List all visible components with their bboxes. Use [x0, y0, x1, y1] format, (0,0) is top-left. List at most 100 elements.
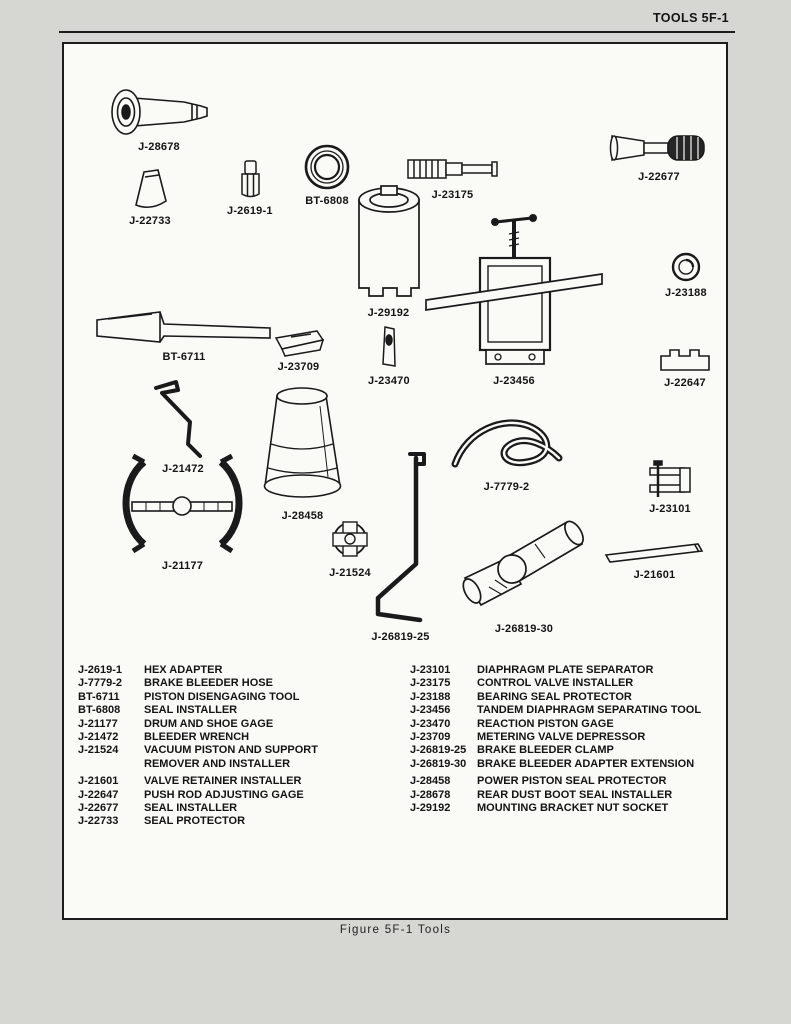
legend-tool-name: SEAL INSTALLER: [144, 704, 238, 717]
legend-row: J-23456 TANDEM DIAPHRAGM SEPARATING TOOL: [410, 704, 718, 717]
legend-tool-name: METERING VALVE DEPRESSOR: [477, 731, 646, 744]
legend-tool-name: POWER PISTON SEAL PROTECTOR: [477, 775, 667, 788]
tool-drawing-j-23470: [382, 326, 396, 367]
tool-drawing-j-23101: [649, 460, 691, 497]
tool-label: J-28458: [281, 510, 324, 522]
tool-label: J-29192: [367, 307, 410, 319]
legend-tool-number: J-23188: [410, 690, 451, 703]
tool-j-22677: J-22677: [609, 128, 709, 183]
legend-row: J-23101 DIAPHRAGM PLATE SEPARATOR: [410, 664, 718, 677]
tool-j-23709: J-23709: [271, 328, 326, 373]
legend-row: J-23709 METERING VALVE DEPRESSOR: [410, 731, 718, 744]
tool-j-28458: J-28458: [260, 382, 345, 522]
tool-drawing-j-21601: [604, 543, 704, 563]
tool-label: J-28678: [138, 141, 180, 153]
legend-tool-name: BRAKE BLEEDER CLAMP: [477, 744, 614, 757]
tool-drawing-j-28458: [263, 387, 342, 498]
legend-row: J-23188 BEARING SEAL PROTECTOR: [410, 691, 718, 704]
legend-tool-name: REAR DUST BOOT SEAL INSTALLER: [477, 788, 673, 801]
tool-label: J-7779-2: [483, 481, 530, 493]
tool-label: J-23456: [493, 375, 535, 387]
tool-label: J-2619-1: [227, 205, 273, 217]
tool-label: J-22647: [664, 377, 706, 389]
tool-label: J-22677: [638, 171, 680, 183]
legend-row: J-28458 POWER PISTON SEAL PROTECTOR: [410, 775, 718, 788]
legend-tool-name: BEARING SEAL PROTECTOR: [477, 690, 632, 703]
tool-label: J-23470: [368, 375, 410, 387]
tool-j-2619-1: J-2619-1: [227, 158, 273, 217]
legend-row: J-26819-25 BRAKE BLEEDER CLAMP: [410, 744, 718, 757]
tool-drawing-j-21177: [122, 453, 243, 554]
legend-tool-name: TANDEM DIAPHRAGM SEPARATING TOOL: [477, 704, 702, 717]
tool-drawing-j-23175: [407, 159, 498, 179]
tool-drawing-j-23456: [425, 214, 603, 365]
tool-bt-6808: BT-6808: [301, 142, 353, 207]
tools-figure: J-28678 J-22733 J-2619-1: [62, 42, 728, 920]
tool-drawing-j-29192: [358, 185, 420, 297]
tool-drawing-j-21524: [332, 521, 368, 557]
legend-column-left: J-2619-1 HEX ADAPTER J-7779-2 BRAKE BLEE…: [78, 664, 410, 829]
tool-drawing-j-23188: [671, 252, 701, 282]
tool-drawing-bt-6808: [304, 144, 350, 190]
tool-drawing-j-22677: [609, 135, 705, 161]
tool-j-28678: J-28678: [104, 86, 214, 153]
legend-tool-number: J-21524: [78, 744, 119, 757]
tool-j-22647: J-22647: [657, 346, 713, 389]
legend-tool-number: J-21177: [78, 717, 118, 730]
tool-drawing-j-2619-1: [241, 160, 260, 198]
legend-row: J-29192 MOUNTING BRACKET NUT SOCKET: [410, 802, 718, 815]
tool-j-23456: J-23456: [424, 214, 604, 387]
tool-j-23470: J-23470: [368, 322, 410, 387]
legend-row: J-22677 SEAL INSTALLER: [78, 802, 410, 815]
tool-drawing-j-7779-2: [451, 419, 563, 468]
legend-tool-number: J-23456: [410, 704, 451, 717]
tool-j-21601: J-21601: [602, 538, 707, 581]
legend-row: J-21524 VACUUM PISTON AND SUPPORT REMOVE…: [78, 744, 410, 771]
legend-tool-name: PUSH ROD ADJUSTING GAGE: [144, 788, 304, 801]
legend-tool-name: CONTROL VALVE INSTALLER: [477, 677, 634, 690]
legend-tool-name: SEAL INSTALLER: [144, 802, 238, 815]
tool-label: J-21524: [329, 567, 371, 579]
tool-j-21472: J-21472: [148, 378, 218, 475]
legend-row: BT-6711 PISTON DISENGAGING TOOL: [78, 691, 410, 704]
tool-label: J-23175: [431, 189, 474, 201]
legend-tool-number: J-23101: [410, 664, 451, 676]
legend-tool-number: J-22647: [78, 788, 119, 801]
tool-label: J-26819-30: [494, 623, 554, 635]
legend-tool-name: BLEEDER WRENCH: [144, 731, 250, 744]
tool-j-26819-25: J-26819-25: [358, 448, 443, 643]
legend-tool-name: VACUUM PISTON AND SUPPORT REMOVER AND IN…: [144, 744, 318, 770]
tool-drawing-j-21472: [154, 380, 202, 458]
tool-label: J-23188: [665, 287, 707, 299]
tool-j-21177: J-21177: [110, 452, 255, 572]
legend-tool-number: J-28458: [410, 775, 451, 788]
tool-label: BT-6711: [162, 351, 206, 363]
tool-drawing-j-28678: [111, 89, 208, 135]
legend-row: J-21177 DRUM AND SHOE GAGE: [78, 718, 410, 731]
legend-tool-number: J-22677: [78, 802, 119, 815]
legend-tool-number: J-7779-2: [78, 677, 123, 690]
legend-tool-number: J-28678: [410, 788, 451, 801]
legend-tool-name: SEAL PROTECTOR: [144, 815, 246, 828]
tool-j-23188: J-23188: [665, 250, 707, 299]
legend-tool-number: J-26819-30: [410, 757, 467, 770]
legend-tool-number: J-26819-25: [410, 744, 467, 757]
legend-tool-number: J-29192: [410, 802, 451, 815]
tool-bt-6711: BT-6711: [94, 306, 274, 363]
tool-drawing-j-22733: [135, 169, 167, 209]
legend-row: J-23175 CONTROL VALVE INSTALLER: [410, 677, 718, 690]
legend-row: J-21472 BLEEDER WRENCH: [78, 731, 410, 744]
legend-row: J-23470 REACTION PISTON GAGE: [410, 718, 718, 731]
tool-drawing-j-22647: [660, 349, 710, 371]
tool-drawing-j-26819-25: [375, 452, 426, 623]
legend-tool-number: J-23470: [410, 717, 451, 730]
legend-row: BT-6808 SEAL INSTALLER: [78, 704, 410, 717]
tool-label: J-21177: [161, 560, 204, 572]
tool-label: J-22733: [129, 215, 171, 227]
tool-label: J-23709: [277, 361, 320, 373]
tool-j-23175: J-23175: [405, 152, 500, 201]
tool-label: J-21601: [633, 569, 676, 581]
legend-row: J-22647 PUSH ROD ADJUSTING GAGE: [78, 789, 410, 802]
legend-row: J-26819-30 BRAKE BLEEDER ADAPTER EXTENSI…: [410, 758, 718, 771]
